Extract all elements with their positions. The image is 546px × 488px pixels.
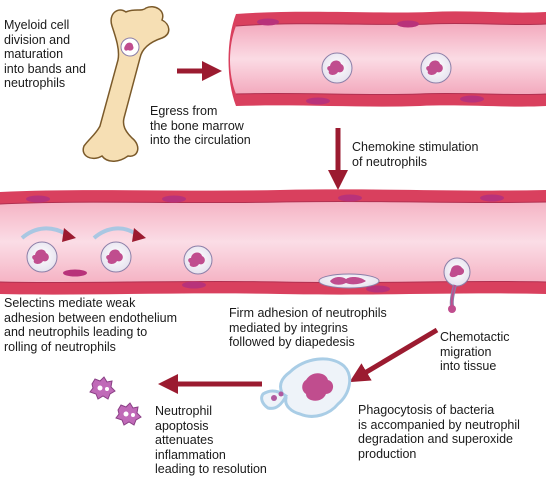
firm-adhesion-label: Firm adhesion of neutrophils mediated by… [229, 306, 387, 349]
rolling-arrow [92, 226, 146, 242]
phagocytic-neutrophil [260, 357, 352, 418]
apoptotic-neutrophil [89, 376, 116, 400]
rolling-arrow [20, 226, 76, 242]
transmigrating-neutrophil [443, 257, 471, 313]
endothelial-nucleus [338, 194, 362, 202]
endothelial-nucleus [306, 97, 330, 105]
neutrophil [420, 52, 452, 84]
endothelial-nucleus [397, 20, 419, 28]
endothelial-nucleus [26, 195, 50, 203]
neutrophil [26, 241, 58, 273]
blood-vessel-upper [228, 11, 546, 107]
endothelial-nucleus [182, 281, 206, 289]
neutrophil [183, 245, 213, 275]
selectins-label: Selectins mediate weak adhesion between … [4, 296, 178, 354]
endothelial-nucleus [366, 285, 390, 293]
bone [82, 6, 170, 162]
endothelial-nucleus [460, 95, 484, 103]
chemotaxis-arrow [349, 327, 439, 383]
apoptotic-neutrophil [115, 402, 142, 426]
phagocytosis-label: Phagocytosis of bacteria is accompanied … [358, 403, 520, 461]
endothelial-nucleus [162, 195, 186, 203]
endothelial-nucleus [480, 194, 504, 202]
endothelial-nucleus [63, 269, 87, 277]
blood-vessel-lower [0, 189, 546, 313]
endothelial-nucleus [257, 18, 279, 26]
adherent-neutrophil [318, 273, 380, 289]
chemokine-label: Chemokine stimulation of neutrophils [352, 140, 479, 169]
chemotactic-label: Chemotactic migration into tissue [440, 330, 510, 373]
egress-label: Egress from the bone marrow into the cir… [150, 104, 251, 147]
apoptosis-label: Neutrophil apoptosis attenuates inflamma… [155, 404, 267, 476]
neutrophil [100, 241, 132, 273]
neutrophil [321, 52, 353, 84]
myeloid-maturation-label: Myeloid cell division and maturation int… [4, 18, 87, 90]
